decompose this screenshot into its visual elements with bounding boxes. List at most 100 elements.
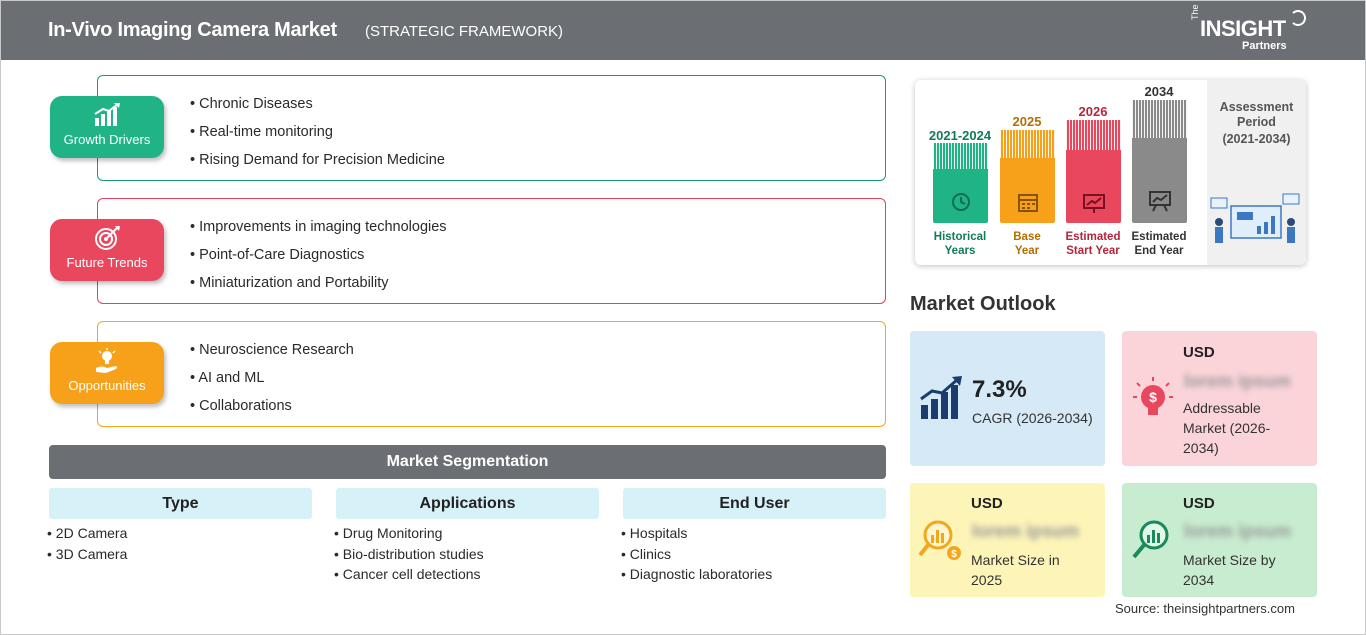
list-item: Collaborations <box>190 398 354 426</box>
label-line: Market Size by <box>1183 552 1276 568</box>
future-trends-label: Future Trends <box>66 255 148 270</box>
label-line: Estimated <box>1131 231 1187 243</box>
cagr-card: 7.3% CAGR (2026-2034) <box>910 331 1105 466</box>
label-line: 2025 <box>971 572 1003 588</box>
assessment-period-title: Assessment Period <box>1219 100 1294 129</box>
growth-board-icon <box>1083 194 1105 213</box>
source-credit: Source: theinsightpartners.com <box>1115 601 1295 616</box>
label-line: Market (2026- <box>1183 420 1271 436</box>
label-line: Base <box>1013 231 1041 243</box>
growth-drivers-badge: Growth Drivers <box>50 96 164 158</box>
market-outlook-title: Market Outlook <box>910 293 1056 315</box>
svg-text:$: $ <box>951 549 957 560</box>
market-size-2025-value-redacted: lorem ipsum <box>972 521 1080 541</box>
addressable-label: Addressable Market (2026- 2034) <box>1183 398 1270 458</box>
base-year-value: 2025 <box>1012 114 1042 129</box>
base-year-column <box>1000 130 1055 223</box>
historical-years-label: Historical Years <box>920 230 1000 258</box>
growth-chart-icon <box>94 103 120 126</box>
svg-text:$: $ <box>1149 389 1157 405</box>
list-item: 2D Camera <box>47 525 128 546</box>
segment-heading-end-user: End User <box>623 488 886 519</box>
column-stripe <box>933 143 988 169</box>
addressable-market-card: $ USD lorem ipsum Addressable Market (20… <box>1122 331 1317 466</box>
logo-the-text: The <box>1190 4 1200 20</box>
assessment-period-card: 2021-2024 Historical Years 2025 Base Yea… <box>915 80 1306 265</box>
column-body <box>1132 138 1187 223</box>
list-item: Diagnostic laboratories <box>621 566 772 587</box>
market-size-2034-value-redacted: lorem ipsum <box>1184 521 1292 541</box>
assessment-period-panel: Assessment Period (2021-2034) <box>1207 80 1306 265</box>
label-line: Year <box>1014 245 1040 257</box>
history-icon <box>952 193 970 211</box>
cagr-value: 7.3% <box>972 376 1027 403</box>
estimated-start-year-value: 2026 <box>1078 104 1108 119</box>
column-body <box>933 169 988 223</box>
label-line: Years <box>944 245 976 257</box>
cagr-label: CAGR (2026-2034) <box>972 410 1093 426</box>
estimated-end-year-column <box>1132 100 1187 223</box>
list-item: Drug Monitoring <box>334 525 484 546</box>
addressable-value-redacted: lorem ipsum <box>1184 371 1292 391</box>
addressable-currency: USD <box>1183 344 1215 361</box>
estimated-start-year-label: Estimated Start Year <box>1053 230 1133 258</box>
growth-chart-icon <box>920 376 962 419</box>
growth-drivers-box: Chronic Diseases Real-time monitoring Ri… <box>97 75 886 181</box>
growth-drivers-label: Growth Drivers <box>63 132 151 147</box>
analytics-people-icon <box>1210 193 1300 243</box>
growth-drivers-list: Chronic Diseases Real-time monitoring Ri… <box>190 96 445 180</box>
insight-partners-logo[interactable]: The INSIGHT Partners <box>1190 4 1310 54</box>
magnifier-chart-icon: $ <box>918 520 961 560</box>
market-size-2034-currency: USD <box>1183 495 1215 512</box>
label-line: Addressable <box>1183 400 1261 416</box>
logo-main-text: INSIGHT <box>1200 16 1286 41</box>
future-trends-box: Improvements in imaging technologies Poi… <box>97 198 886 304</box>
market-segmentation-bar: Market Segmentation <box>49 445 886 479</box>
market-size-2025-label: Market Size in 2025 <box>971 550 1060 590</box>
label-line: Market Size in <box>971 552 1060 568</box>
label-line: Estimated <box>1065 231 1121 243</box>
market-size-2034-card: USD lorem ipsum Market Size by 2034 <box>1122 483 1317 597</box>
page-title: In-Vivo Imaging Camera Market <box>48 19 337 41</box>
calendar-icon <box>1018 194 1038 212</box>
presentation-icon <box>1149 191 1171 212</box>
column-stripe <box>1132 100 1187 138</box>
list-item: Hospitals <box>621 525 772 546</box>
opportunities-label: Opportunities <box>68 378 146 393</box>
column-stripe <box>1000 130 1055 158</box>
list-item: Neuroscience Research <box>190 342 354 370</box>
future-trends-badge: Future Trends <box>50 219 164 281</box>
estimated-start-year-column <box>1066 120 1121 223</box>
dollar-bulb-icon: $ <box>1133 377 1173 415</box>
historical-years-column <box>933 143 988 223</box>
label-line: Start Year <box>1066 245 1120 257</box>
future-trends-list: Improvements in imaging technologies Poi… <box>190 219 447 303</box>
logo-partners-text: Partners <box>1242 40 1287 52</box>
lightbulb-hand-icon <box>96 348 117 373</box>
list-item: 3D Camera <box>47 546 128 567</box>
segment-heading-type: Type <box>49 488 312 519</box>
opportunities-box: Neuroscience Research AI and ML Collabor… <box>97 321 886 427</box>
list-item: Real-time monitoring <box>190 124 445 152</box>
historical-years-value: 2021-2024 <box>928 128 992 143</box>
column-body <box>1000 158 1055 223</box>
market-size-2025-card: $ USD lorem ipsum Market Size in 2025 <box>910 483 1105 597</box>
segment-list-end-user: Hospitals Clinics Diagnostic laboratorie… <box>621 525 772 587</box>
list-item: Bio-distribution studies <box>334 546 484 567</box>
list-item: Point-of-Care Diagnostics <box>190 247 447 275</box>
segment-list-applications: Drug Monitoring Bio-distribution studies… <box>334 525 484 587</box>
target-icon <box>95 226 120 250</box>
segment-list-type: 2D Camera 3D Camera <box>47 525 128 567</box>
list-item: Clinics <box>621 546 772 567</box>
list-item: AI and ML <box>190 370 354 398</box>
list-item: Cancer cell detections <box>334 566 484 587</box>
column-stripe <box>1066 120 1121 150</box>
magnifier-chart-icon <box>1132 520 1169 559</box>
label-line: End Year <box>1134 245 1184 257</box>
opportunities-list: Neuroscience Research AI and ML Collabor… <box>190 342 354 426</box>
market-size-2034-label: Market Size by 2034 <box>1183 550 1276 590</box>
header-bar: In-Vivo Imaging Camera Market (STRATEGIC… <box>0 0 1366 60</box>
page-subtitle: (STRATEGIC FRAMEWORK) <box>365 23 564 40</box>
segment-heading-applications: Applications <box>336 488 599 519</box>
list-item: Rising Demand for Precision Medicine <box>190 152 445 180</box>
